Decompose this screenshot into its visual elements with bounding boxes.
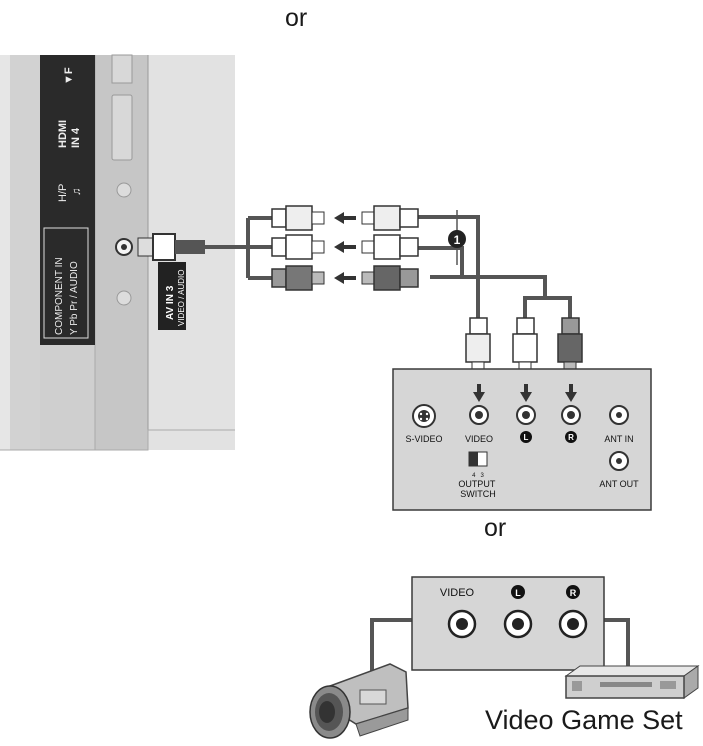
or-caption-top: or — [285, 4, 308, 32]
av-left-marker: L — [515, 588, 521, 598]
av-in-sub-label: VIDEO / AUDIO — [177, 270, 186, 326]
camcorder-icon — [309, 663, 409, 739]
rca-plug-video-left — [271, 205, 325, 231]
headphone-jack — [116, 182, 132, 198]
vcr-plug-audio-left — [512, 317, 538, 375]
output-switch — [468, 451, 488, 467]
vcr-panel: S-VIDEO VIDEO L R ANT IN — [392, 368, 652, 511]
or-caption-middle: or — [484, 514, 507, 542]
av-audio-left-jack — [503, 609, 533, 639]
vcr-plug-video — [465, 317, 491, 375]
video-game-set-label: Video Game Set — [485, 705, 683, 735]
vcr-audio-right-jack — [561, 405, 581, 425]
insert-arrows — [334, 212, 356, 284]
rca-connectors — [271, 205, 419, 291]
vcr-plugs — [465, 317, 583, 375]
step-marker: 1 — [448, 230, 466, 248]
av-panel: VIDEO L R — [411, 576, 605, 671]
s-video-label: S-VIDEO — [405, 434, 442, 444]
headphone-icon: ♫ — [71, 188, 83, 196]
ant-in-jack — [609, 405, 629, 425]
ant-out-jack — [609, 451, 629, 471]
step-marker-number: 1 — [454, 233, 461, 247]
vcr-video-jack — [469, 405, 489, 425]
rca-plug-audio-red-right — [361, 265, 419, 291]
vcr-left-marker: L — [524, 433, 529, 442]
rca-plug-video-right — [361, 205, 419, 231]
output-switch-label: OUTPUT SWITCH — [458, 479, 497, 499]
tv-port-label-top: ▼F — [63, 67, 75, 85]
vcr-plug-audio-right — [557, 317, 583, 375]
component-sub-label: Y Pb Pr / AUDIO — [69, 261, 80, 335]
s-video-jack — [412, 404, 436, 428]
av-audio-right-jack — [558, 609, 588, 639]
rca-plug-audio-left-white — [271, 234, 325, 260]
ant-out-label: ANT OUT — [599, 479, 639, 489]
av-right-marker: R — [570, 588, 577, 598]
av-in-label: AV IN 3 — [165, 285, 176, 320]
av-video-jack — [447, 609, 477, 639]
component-jack — [116, 290, 132, 306]
vcr-video-label: VIDEO — [465, 434, 493, 444]
headphone-label: H/P — [57, 184, 69, 202]
rca-plug-audio-right-left — [271, 265, 325, 291]
output-switch-numbers: 4 3 — [472, 473, 484, 479]
component-label: COMPONENT IN — [54, 257, 65, 335]
tv-av-plug — [137, 233, 205, 261]
vcr-audio-left-jack — [516, 405, 536, 425]
av-video-label: VIDEO — [440, 587, 475, 599]
video-game-set-icon — [564, 665, 700, 699]
hdmi-label: HDMI IN 4 — [57, 117, 82, 148]
rca-plug-audio-white-right — [361, 234, 419, 260]
vcr-right-marker: R — [568, 433, 574, 442]
hdmi-port — [111, 94, 133, 161]
ant-in-label: ANT IN — [604, 434, 633, 444]
